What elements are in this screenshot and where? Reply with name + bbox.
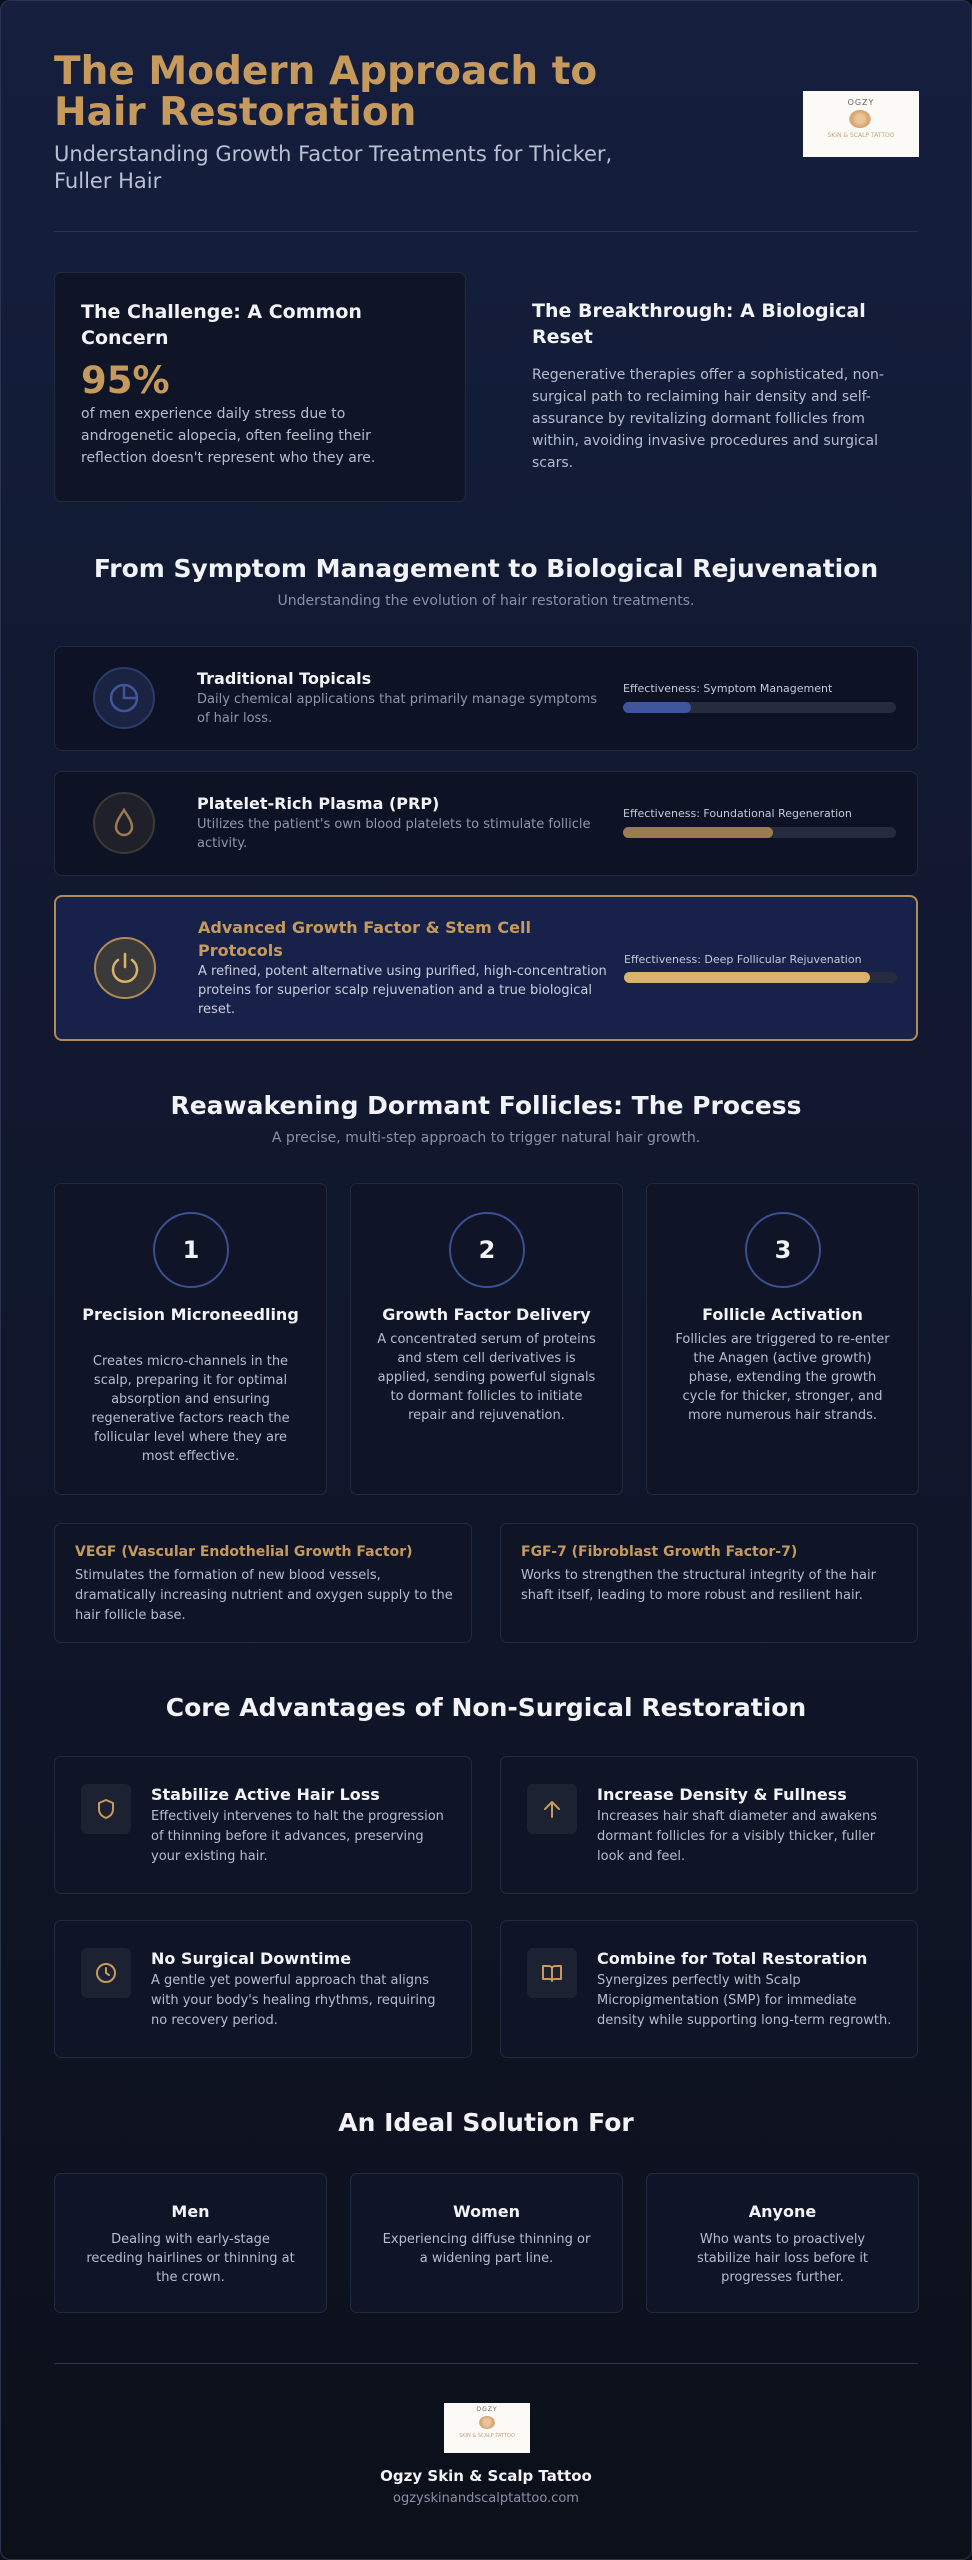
advantage-description: Increases hair shaft diameter and awaken… [597,1809,878,1864]
growth-factor-name: VEGF (Vascular Endothelial Growth Factor… [75,1544,413,1560]
effectiveness-label: Effectiveness: Symptom Management [623,682,833,695]
audience-card: Anyone Who wants to proactively stabiliz… [646,2173,919,2313]
shield-icon [81,1784,131,1834]
step-description: Creates micro-channels in the scalp, pre… [91,1354,290,1464]
challenge-stat: 95% [81,359,170,402]
book-icon [527,1948,577,1998]
effectiveness-bar [624,972,897,983]
process-subtitle: A precise, multi-step approach to trigge… [271,1130,701,1146]
step-number: 1 [153,1212,229,1288]
growth-factor-description: Works to strengthen the structural integ… [521,1568,876,1603]
logo-bottom-text: SKIN & SCALP TATTOO [459,2433,515,2439]
advantage-description: A gentle yet powerful approach that alig… [151,1973,436,2028]
step-number: 2 [449,1212,525,1288]
step-description: A concentrated serum of proteins and ste… [377,1332,596,1423]
droplet-icon [93,792,155,854]
treatment-description: A refined, potent alternative using puri… [198,964,607,1017]
breakthrough-text: Regenerative therapies offer a sophistic… [532,367,884,471]
advantage-card: Stabilize Active Hair Loss Effectively i… [54,1756,472,1894]
logo-top-text: OGZY [476,2406,498,2413]
audience-description: Dealing with early-stage receding hairli… [86,2232,295,2285]
process-step: 2 Growth Factor Delivery A concentrated … [350,1183,623,1495]
logo-mark [479,2416,495,2429]
audience-name: Men [171,2202,210,2221]
effectiveness-label: Effectiveness: Foundational Regeneration [623,807,852,820]
growth-factor-description: Stimulates the formation of new blood ve… [75,1568,453,1623]
evolution-subtitle: Understanding the evolution of hair rest… [277,593,695,609]
footer-business-name: Ogzy Skin & Scalp Tattoo [380,2467,592,2485]
effectiveness-fill [624,972,870,983]
effectiveness-fill [623,827,774,838]
effectiveness-label: Effectiveness: Deep Follicular Rejuvenat… [624,953,862,966]
challenge-heading: The Challenge: A Common Concern [81,301,362,349]
treatment-row: Platelet-Rich Plasma (PRP) Utilizes the … [54,771,918,876]
evolution-title: From Symptom Management to Biological Re… [93,554,879,583]
logo-bottom-text: SKIN & SCALP TATTOO [827,132,895,139]
footer-website-link[interactable]: ogzyskinandscalptattoo.com [393,2491,579,2506]
pie-chart-icon [93,667,155,729]
divider [54,231,918,232]
audience-name: Women [453,2202,520,2221]
advantage-card: Increase Density & Fullness Increases ha… [500,1756,918,1894]
treatment-description: Daily chemical applications that primari… [197,692,598,726]
growth-factor-card: FGF-7 (Fibroblast Growth Factor-7) Works… [500,1523,918,1643]
breakthrough-heading: The Breakthrough: A Biological Reset [532,300,866,348]
header: The Modern Approach to Hair Restoration … [54,51,924,195]
process-title: Reawakening Dormant Follicles: The Proce… [170,1091,802,1120]
logo-top-text: OGZY [847,98,875,107]
audience-card: Men Dealing with early-stage receding ha… [54,2173,327,2313]
divider [54,2363,918,2364]
advantage-name: Combine for Total Restoration [597,1949,868,1968]
growth-factor-name: FGF-7 (Fibroblast Growth Factor-7) [521,1544,798,1560]
step-description: Follicles are triggered to re-enter the … [675,1332,890,1423]
logo-mark [849,110,871,128]
step-name: Precision Microneedling [82,1305,299,1324]
advantages-title: Core Advantages of Non-Surgical Restorat… [165,1693,807,1722]
effectiveness-fill [623,702,692,713]
effectiveness-bar [623,827,896,838]
step-name: Follicle Activation [702,1305,863,1324]
advantage-card: Combine for Total Restoration Synergizes… [500,1920,918,2058]
advantage-description: Synergizes perfectly with Scalp Micropig… [597,1973,892,2028]
page-subtitle: Understanding Growth Factor Treatments f… [54,142,613,193]
process-step: 3 Follicle Activation Follicles are trig… [646,1183,919,1495]
advantage-name: Stabilize Active Hair Loss [151,1785,380,1804]
advantage-card: No Surgical Downtime A gentle yet powerf… [54,1920,472,2058]
effectiveness-bar [623,702,896,713]
growth-factor-card: VEGF (Vascular Endothelial Growth Factor… [54,1523,472,1643]
process-step: 1 Precision Microneedling Creates micro-… [54,1183,327,1495]
footer-logo: OGZY SKIN & SCALP TATTOO [444,2403,530,2453]
audience-name: Anyone [748,2202,817,2221]
audience-description: Experiencing diffuse thinning or a widen… [382,2232,591,2266]
power-icon [94,937,156,999]
step-number: 3 [745,1212,821,1288]
advantage-description: Effectively intervenes to halt the progr… [151,1809,444,1864]
treatment-description: Utilizes the patient's own blood platele… [197,817,591,851]
treatment-name: Platelet-Rich Plasma (PRP) [197,794,440,813]
page-title: The Modern Approach to Hair Restoration [54,49,598,135]
step-name: Growth Factor Delivery [382,1305,591,1324]
treatment-name: Advanced Growth Factor & Stem Cell Proto… [198,918,531,960]
advantage-name: Increase Density & Fullness [597,1785,847,1804]
audience-title: An Ideal Solution For [338,2108,634,2137]
treatment-row: Traditional Topicals Daily chemical appl… [54,646,918,751]
audience-card: Women Experiencing diffuse thinning or a… [350,2173,623,2313]
arrow-up-icon [527,1784,577,1834]
challenge-card: The Challenge: A Common Concern 95% of m… [54,272,466,502]
treatment-row-highlighted: Advanced Growth Factor & Stem Cell Proto… [54,895,918,1041]
breakthrough-block: The Breakthrough: A Biological Reset Reg… [532,298,902,474]
challenge-text: of men experience daily stress due to an… [81,406,376,466]
clock-icon [81,1948,131,1998]
brand-logo: OGZY SKIN & SCALP TATTOO [803,91,919,157]
advantage-name: No Surgical Downtime [151,1949,352,1968]
audience-description: Who wants to proactively stabilize hair … [696,2232,869,2285]
treatment-name: Traditional Topicals [197,669,372,688]
